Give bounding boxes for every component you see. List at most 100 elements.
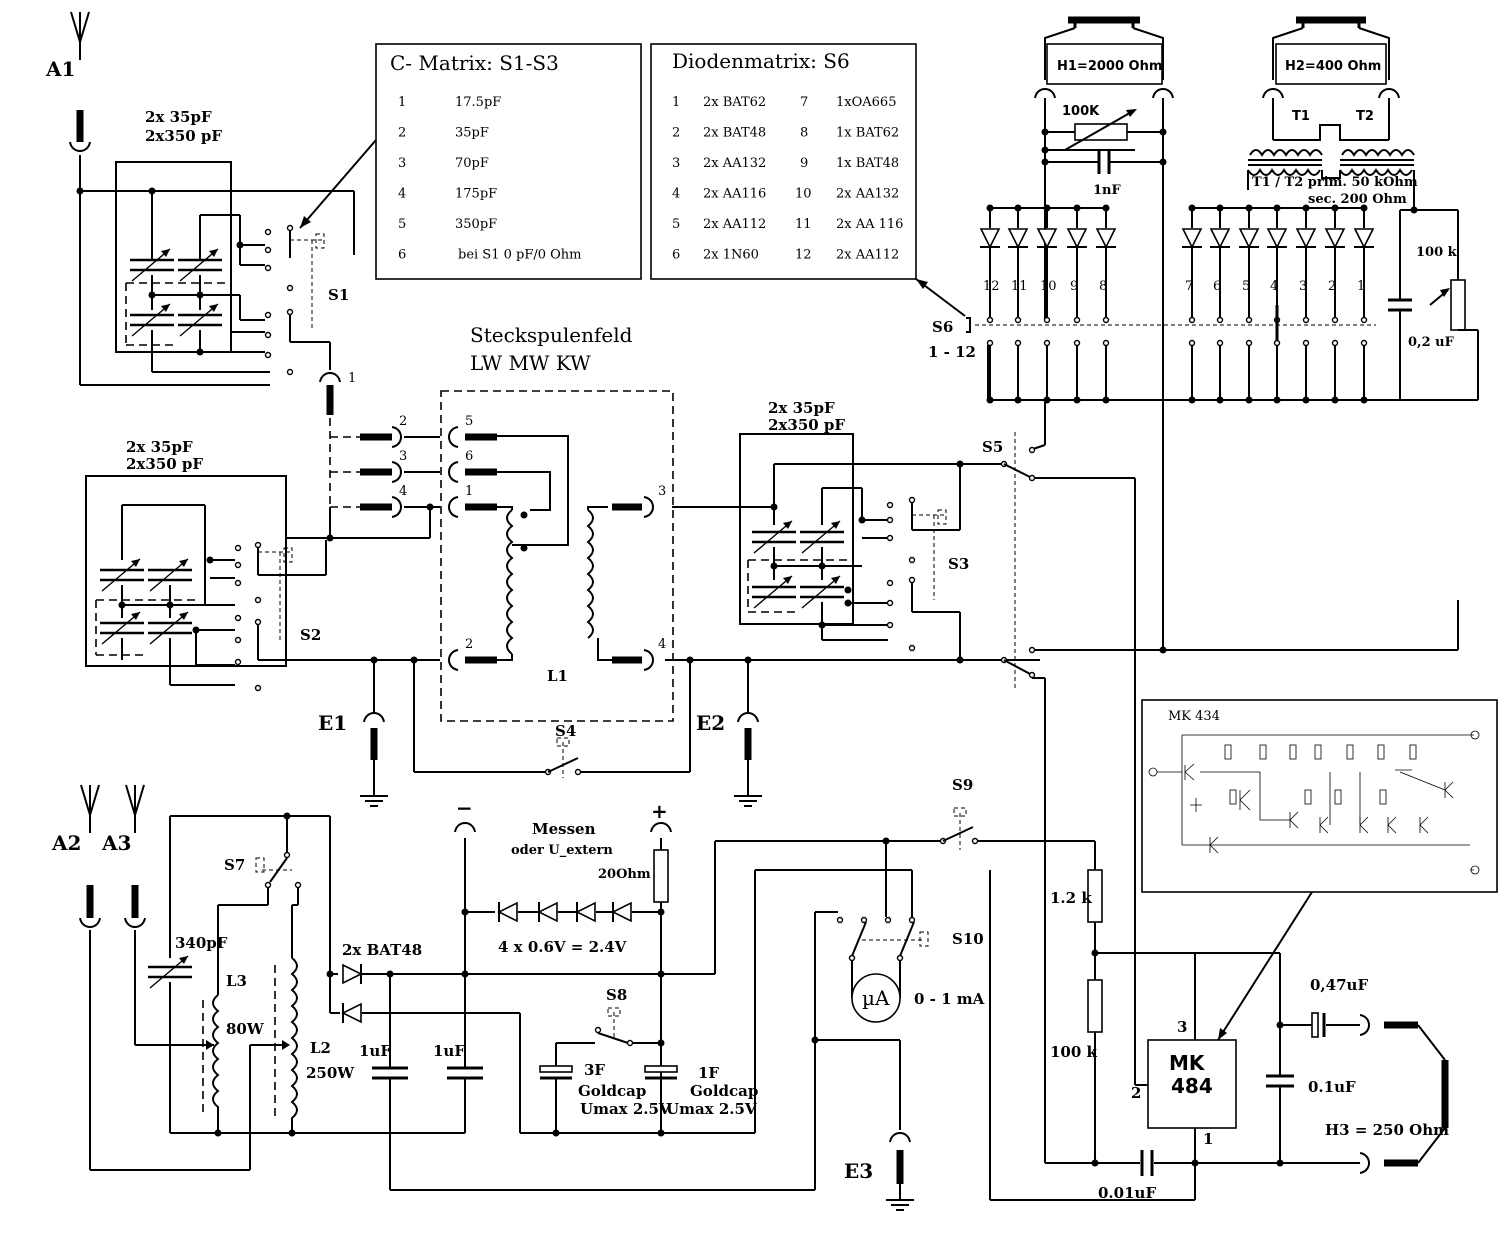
terminal-a1-label: A1: [45, 57, 75, 81]
ic-pin2: 2: [1131, 1084, 1141, 1102]
cap-001uf-label: 0.01uF: [1098, 1184, 1156, 1202]
diode-position-label: 4: [1270, 279, 1278, 294]
goldcap-1f-umax: Umax 2.5V: [666, 1100, 757, 1118]
diode-position-label: 6: [1213, 279, 1221, 294]
measurement-terminals: − + Messen oder U_extern 20Ohm 4 x 0.6V …: [454, 796, 940, 1133]
cap-02uf-label: 0,2 uF: [1408, 335, 1455, 350]
trafo-spec-2: sec. 200 Ohm: [1308, 192, 1407, 207]
u-extern-label: oder U_extern: [511, 843, 613, 858]
diode-position-label: 5: [1242, 279, 1250, 294]
switch-s7[interactable]: S7: [224, 812, 302, 889]
c-matrix-value: 350pF: [455, 217, 497, 232]
coil-pin-num: 3: [658, 484, 666, 499]
c-matrix-title: C- Matrix: S1-S3: [390, 51, 559, 75]
ic-number: 484: [1171, 1074, 1213, 1098]
headphone-h1-group: H1=2000 Ohm 100K 1nF: [1034, 16, 1174, 650]
diode-matrix-index: 2: [672, 126, 680, 141]
coil-pin-num: 2: [465, 637, 473, 652]
diode-matrix-type: 2x AA132: [836, 187, 899, 202]
antenna-icon: [80, 784, 100, 834]
coil-l3-turns: 80W: [226, 1020, 265, 1038]
diode-matrix-index: 7: [800, 95, 808, 110]
capacitor-bank-s1: 2x 35pF 2x350 pF: [115, 108, 350, 376]
diode-matrix-index: 4: [672, 187, 680, 202]
switch-s5[interactable]: S5: [960, 432, 1459, 1163]
diode-position-label: 3: [1299, 279, 1307, 294]
diode-position-label: 7: [1185, 279, 1193, 294]
terminal-e1-group: E1 S4: [318, 660, 691, 807]
diode-position-label: 1: [1357, 279, 1365, 294]
goldcap-1f-type: Goldcap: [690, 1082, 758, 1100]
switch-s10[interactable]: S10: [836, 916, 984, 962]
diode-icon: [1295, 228, 1317, 248]
s1-to-coil-wiring: 1: [319, 371, 360, 508]
coil-field-subtitle: LW MW KW: [470, 351, 591, 375]
coil-field-title: Steckspulenfeld: [470, 323, 633, 347]
coil-section-l2-l3: 340pF S7 L3 80W L2 250: [146, 812, 465, 1137]
diode-icon: [1209, 228, 1231, 248]
diode-matrix-type: 1x BAT62: [836, 126, 899, 141]
diode-matrix-type: 2x AA112: [703, 217, 766, 232]
coil-pin-num: 6: [465, 449, 473, 464]
inset-title: MK 434: [1168, 709, 1220, 724]
cap-1uf-1-label: 1uF: [359, 1042, 391, 1060]
switch-s1[interactable]: S1: [264, 224, 350, 376]
cap-047uf-label: 0,47uF: [1310, 976, 1368, 994]
pot-100k-label: 100K: [1062, 104, 1100, 119]
switch-s9[interactable]: S9: [939, 776, 979, 850]
switch-s10-label: S10: [952, 930, 984, 948]
switch-s9-label: S9: [952, 776, 973, 794]
coil-pin-num: 1: [465, 484, 473, 499]
diode-icon: [1007, 228, 1029, 248]
terminal-plus-label: +: [651, 799, 668, 823]
diode-matrix-index: 9: [800, 156, 808, 171]
pot-100k-2-label: 100 k: [1416, 245, 1458, 260]
antenna-icon: [70, 11, 90, 61]
coil-pin-num: 4: [658, 637, 666, 652]
h1-label: H1=2000 Ohm: [1057, 59, 1162, 74]
diode-matrix-index: 10: [795, 187, 812, 202]
switch-s6-label: S6: [932, 318, 953, 336]
jack-icon: [69, 141, 91, 152]
diode-bat48-label: 2x BAT48: [342, 941, 422, 959]
goldcap-3f-type: Goldcap: [578, 1082, 646, 1100]
switch-s8[interactable]: S8: [594, 986, 634, 1047]
diode-matrix-type: 2x AA 116: [836, 217, 903, 232]
switch-s3[interactable]: S3: [886, 464, 970, 664]
diode-icon: [1238, 228, 1260, 248]
diode-matrix-type: 2x AA132: [703, 156, 766, 171]
cap-bank-label: 2x 35pF: [145, 108, 212, 126]
switch-s8-label: S8: [606, 986, 627, 1004]
cap-bank-label: 2x 35pF: [126, 438, 193, 456]
coil-l1-label: L1: [547, 667, 568, 685]
diode-position-label: 9: [1070, 279, 1078, 294]
rectifier-section: 2x BAT48 1uF 1uF: [326, 816, 816, 1191]
cap-bank-label: 2x 35pF: [768, 399, 835, 417]
cap-1uf-2-label: 1uF: [433, 1042, 465, 1060]
switch-s2[interactable]: S2: [170, 540, 327, 692]
cap-bank-label: 2x350 pF: [126, 455, 203, 473]
messen-label: Messen: [532, 820, 596, 838]
diode-matrix-index: 3: [672, 156, 680, 171]
goldcap-3f-umax: Umax 2.5V: [580, 1100, 671, 1118]
switch-s4-label: S4: [555, 722, 576, 740]
meter-range: 0 - 1 mA: [914, 990, 985, 1008]
c-matrix-index: 5: [398, 217, 406, 232]
goldcap-section: S8 3F Goldcap Umax 2.5V 1F Goldcap Umax …: [520, 869, 913, 1137]
trafo-spec-1: T1 / T2 prim. 50 kOhm: [1252, 175, 1418, 190]
r-100k-label: 100 k: [1050, 1043, 1098, 1061]
diode-position-label: 12: [983, 279, 1000, 294]
ic-pin3: 3: [1177, 1018, 1187, 1036]
terminal-a2-label: A2: [51, 831, 81, 855]
h2-label: H2=400 Ohm: [1285, 59, 1381, 74]
switch-s4[interactable]: S4: [544, 722, 582, 778]
switch-s3-label: S3: [948, 555, 969, 573]
diode-icon: [1353, 228, 1375, 248]
ic-name: MK: [1169, 1051, 1206, 1075]
ic-pin1: 1: [1203, 1130, 1213, 1148]
c-matrix-index: 2: [398, 126, 406, 141]
